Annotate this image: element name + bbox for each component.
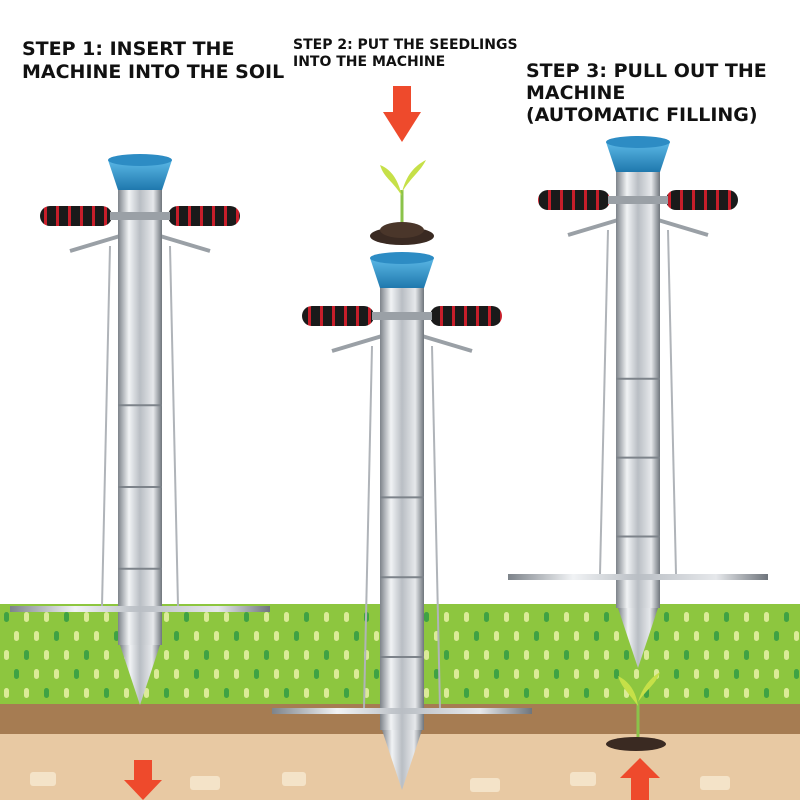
- handle-left: [538, 190, 610, 210]
- step-2-title: STEP 2: PUT THE SEEDLINGS INTO THE MACHI…: [293, 37, 518, 70]
- handle-right: [666, 190, 738, 210]
- seedling-icon: [370, 160, 434, 245]
- step-3-title: STEP 3: PULL OUT THE MACHINE (AUTOMATIC …: [526, 60, 767, 126]
- planter-step-3: [508, 136, 768, 668]
- arrow-down-icon-step2: [383, 86, 421, 142]
- arrow-up-icon-step3: [620, 758, 660, 800]
- handle-right: [168, 206, 240, 226]
- handle-right: [430, 306, 502, 326]
- arrow-down-icon-step1: [124, 760, 162, 800]
- planter-step-1: [10, 154, 270, 705]
- handle-left: [302, 306, 374, 326]
- step-1-title: STEP 1: INSERT THE MACHINE INTO THE SOIL: [22, 38, 285, 83]
- handle-left: [40, 206, 112, 226]
- planter-step-2: [272, 252, 532, 790]
- planted-seedling-icon: [606, 672, 666, 751]
- underground-blocks: [30, 772, 730, 792]
